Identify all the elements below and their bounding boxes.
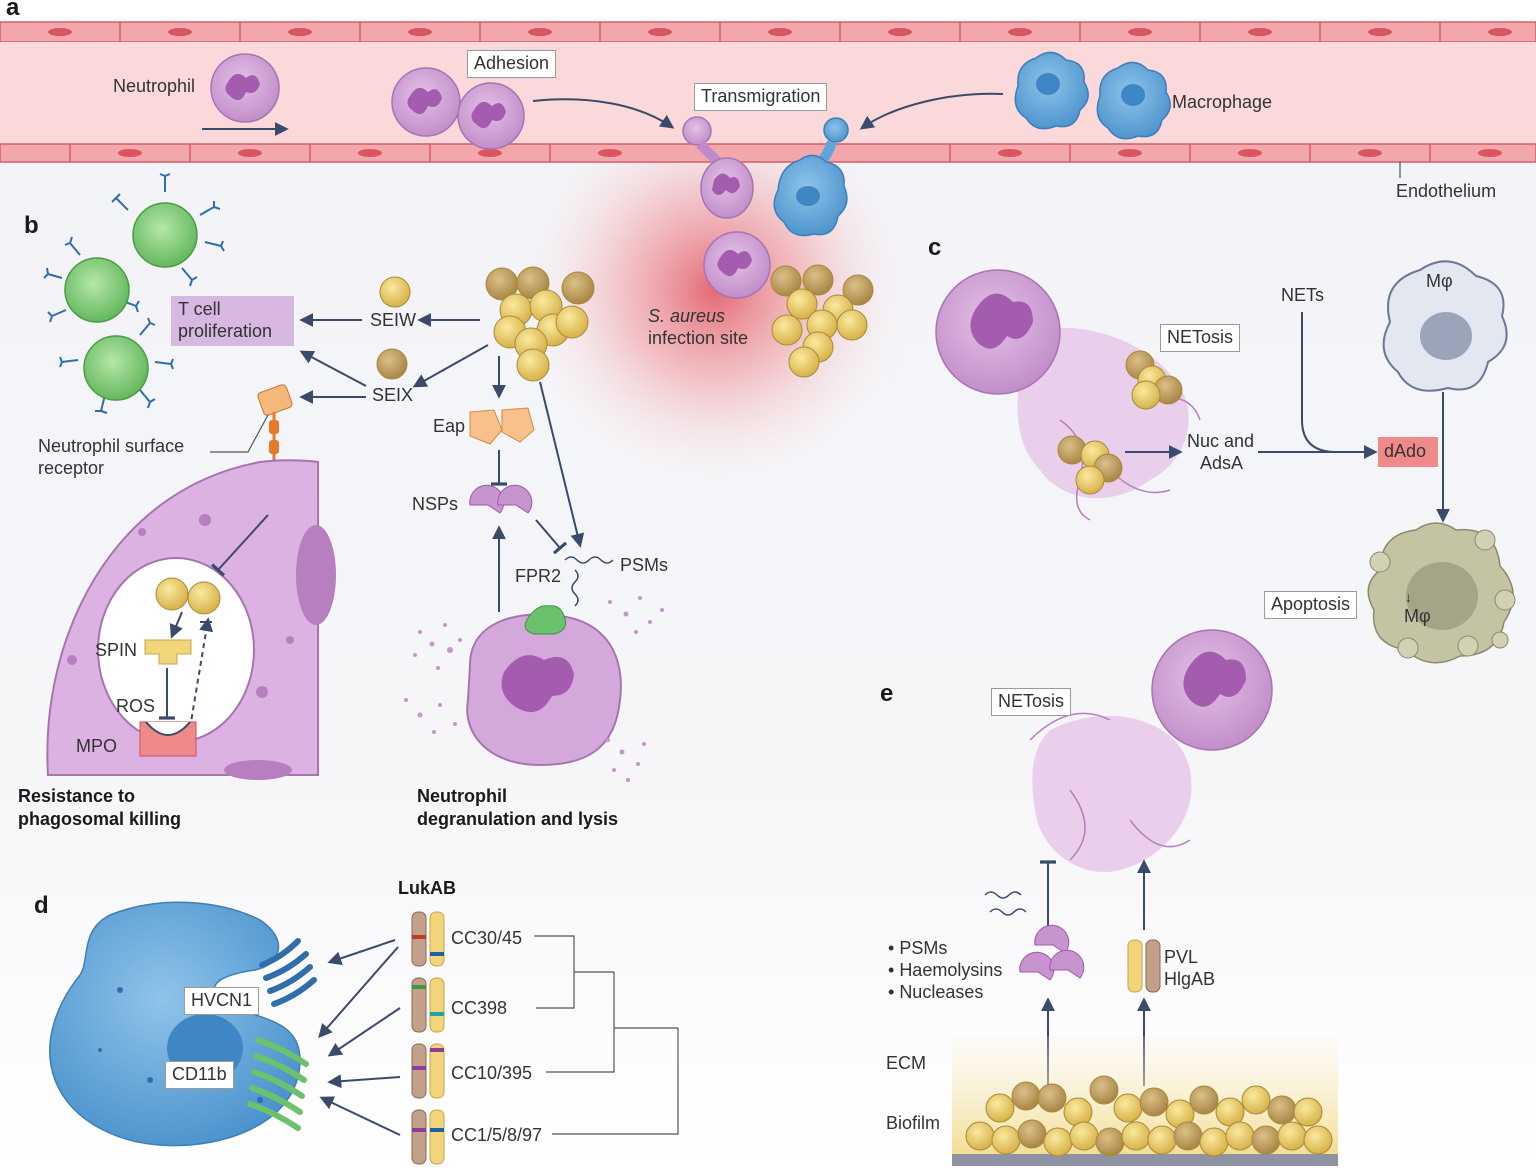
phagosome-bacterium (187, 581, 221, 615)
nsps-e-protease (1019, 924, 1085, 981)
netosis-e-label: NETosis (991, 688, 1072, 716)
adhering-neutrophils (391, 67, 525, 150)
macrophage-label: Macrophage (1172, 92, 1273, 112)
neutrophil-label: Neutrophil (113, 76, 196, 96)
caption-phagosomal-1: Resistance to (18, 786, 136, 806)
caption-phagosomal-2: phagosomal killing (18, 809, 182, 829)
lukab-label: LukAB (398, 878, 456, 898)
dado-label: dAdo (1384, 441, 1427, 461)
bullet-item: • Nucleases (888, 982, 984, 1002)
psms-label: PSMs (620, 555, 669, 575)
hvcn1-channel (259, 938, 317, 1007)
caption-degranulation-1: Neutrophil (417, 786, 507, 806)
panel-label-c: c (928, 234, 942, 261)
bacteria-cluster-b (485, 266, 595, 382)
macrophage-symbol-top: Mφ (1426, 271, 1453, 291)
phylogeny-tree (534, 935, 679, 1135)
macrophage-symbol-bottom: Mφ (1404, 606, 1431, 626)
pvl-label: PVL (1164, 947, 1199, 967)
hvcn1-label: HVCN1 (184, 987, 260, 1015)
transmigrating-neutrophil (682, 116, 754, 219)
nuc-label-2: AdsA (1200, 453, 1244, 473)
fpr2-label: FPR2 (515, 566, 562, 586)
nsps-label: NSPs (412, 494, 459, 514)
bullet-text: PSMs (899, 938, 948, 958)
panel-label-a: a (6, 0, 20, 21)
transmigration-label: Transmigration (694, 83, 828, 111)
granule-spray (404, 596, 664, 782)
netosis-neutrophil-e (1029, 629, 1273, 872)
t-cells (43, 173, 225, 414)
ros-label: ROS (116, 696, 156, 716)
bullet-text: Haemolysins (899, 960, 1003, 980)
seix-label: SEIX (372, 385, 414, 405)
psms-e-peptide (984, 891, 1027, 916)
resting-macrophage-c (1382, 260, 1508, 392)
macrophage-arrow (859, 92, 1004, 130)
seiw-label: SEIW (370, 310, 417, 330)
clade-label: CC10/395 (451, 1063, 533, 1083)
nuc-label-1: Nuc and (1187, 431, 1255, 451)
lysing-neutrophil (466, 605, 622, 767)
bullet-item: • PSMs (888, 938, 948, 958)
inhibition-line (211, 514, 269, 577)
phagosome-bacterium (155, 577, 189, 611)
spin-protein (144, 639, 192, 665)
eap-protein (469, 407, 535, 445)
mpo-enzyme (139, 721, 197, 757)
nets-label: NETs (1281, 285, 1325, 305)
clade-label: CC1/5/8/97 (451, 1125, 543, 1145)
proliferation-label: proliferation (178, 321, 273, 341)
nsps-protease (469, 484, 533, 514)
neutrophil-cell (210, 53, 280, 123)
apoptotic-macrophage (1367, 522, 1516, 664)
seiw-toxin-icon (379, 276, 411, 308)
t-cell-proliferation-box (171, 296, 294, 346)
hlgab-label: HlgAB (1164, 969, 1216, 989)
infection-site-species: S. aureus (648, 306, 726, 326)
seix-toxin-icon (376, 348, 408, 380)
spin-label: SPIN (95, 640, 138, 660)
receptor-label-2: receptor (38, 458, 105, 478)
panel-label-d: d (34, 892, 49, 919)
substrate-surface (952, 1154, 1338, 1166)
biofilm-bacteria (965, 1075, 1333, 1157)
endothelium-label: Endothelium (1396, 181, 1497, 201)
infection-site-label: infection site (648, 328, 749, 348)
cd11b-receptor (247, 1037, 309, 1131)
decrease-arrow-icon: ↓ (1405, 589, 1412, 605)
panel-label-b: b (24, 212, 39, 239)
clade-label: CC398 (451, 998, 508, 1018)
receptor-label-1: Neutrophil surface (38, 436, 185, 456)
bacteria-c (1057, 350, 1183, 495)
panel-label-e: e (880, 680, 894, 707)
pvl-toxin (1127, 939, 1161, 993)
bullet-item: • Haemolysins (888, 960, 1003, 980)
clade-label: CC30/45 (451, 928, 523, 948)
t-cell-label: T cell (178, 299, 221, 319)
adhesion-label: Adhesion (467, 50, 557, 78)
transmigrating-macrophage (773, 117, 849, 237)
lukab-toxins (411, 911, 445, 1165)
caption-degranulation-2: degranulation and lysis (417, 809, 619, 829)
biofilm-label: Biofilm (886, 1113, 941, 1133)
macrophage-cell (1014, 51, 1171, 140)
apoptosis-label: Apoptosis (1264, 591, 1358, 619)
infection-neutrophil (703, 231, 771, 299)
bullet-text: Nucleases (899, 982, 984, 1002)
eap-label: Eap (433, 416, 466, 436)
netosis-c-label: NETosis (1160, 324, 1241, 352)
dado-box (1378, 437, 1438, 467)
infection-bacteria-cluster (770, 264, 874, 378)
ecm-label: ECM (886, 1053, 926, 1073)
adhesion-arrow (532, 98, 675, 129)
cd11b-label: CD11b (165, 1061, 234, 1089)
mpo-label: MPO (76, 736, 118, 756)
psms-peptide (564, 556, 614, 607)
